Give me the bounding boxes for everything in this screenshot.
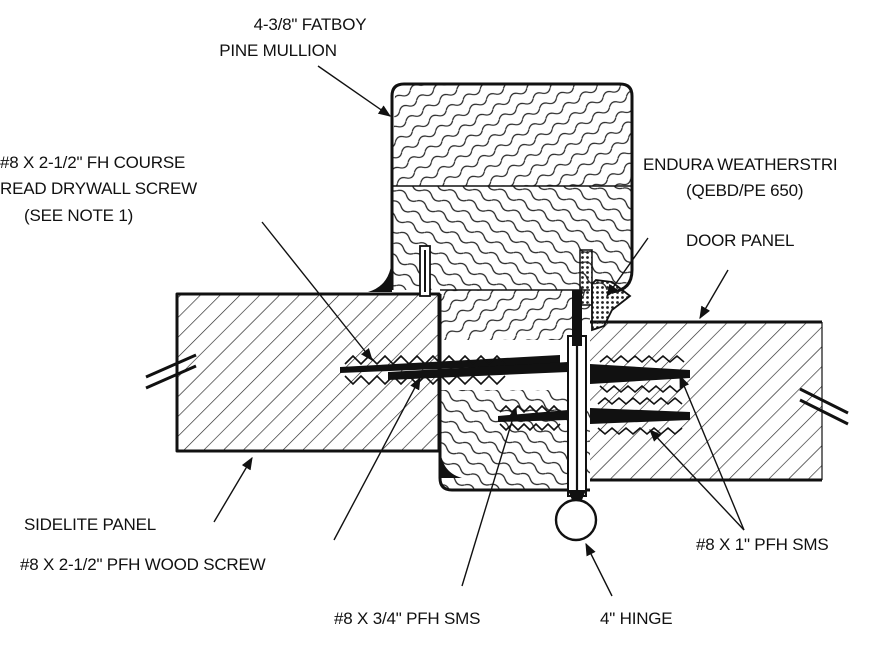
- sms-screw-short: [498, 404, 568, 432]
- door-panel-label: DOOR PANEL: [686, 231, 794, 250]
- drywall-screw-label-line1: #8 X 2-1/2" FH COURSE: [0, 153, 185, 172]
- mullion-label-line1: 4-3/8" FATBOY: [254, 15, 367, 34]
- break-line-right: [799, 387, 849, 426]
- door-panel: [590, 320, 823, 482]
- wood-screw-label: #8 X 2-1/2" PFH WOOD SCREW: [20, 555, 266, 574]
- mullion-label-line2: PINE MULLION: [219, 41, 337, 60]
- weatherstrip-label-line1: ENDURA WEATHERSTRI: [643, 155, 837, 174]
- break-line-left: [145, 353, 197, 390]
- sms-1in-label: #8 X 1" PFH SMS: [696, 535, 828, 554]
- hinge: [554, 290, 598, 542]
- pin-fasteners: [419, 245, 431, 297]
- sidelite-panel-label: SIDELITE PANEL: [24, 515, 156, 534]
- sms-screw-upper: [590, 354, 690, 394]
- leader-lines: [213, 65, 745, 597]
- sms-screw-lower: [590, 396, 690, 436]
- hinge-label: 4" HINGE: [600, 609, 672, 628]
- wood-screw: [388, 362, 568, 380]
- sms-34in-label: #8 X 3/4" PFH SMS: [334, 609, 480, 628]
- weatherstrip-label-line2: (QEBD/PE 650): [686, 181, 803, 200]
- drywall-screw-label-line3: (SEE NOTE 1): [24, 206, 133, 225]
- drywall-screw-label-line2: READ DRYWALL SCREW: [0, 179, 197, 198]
